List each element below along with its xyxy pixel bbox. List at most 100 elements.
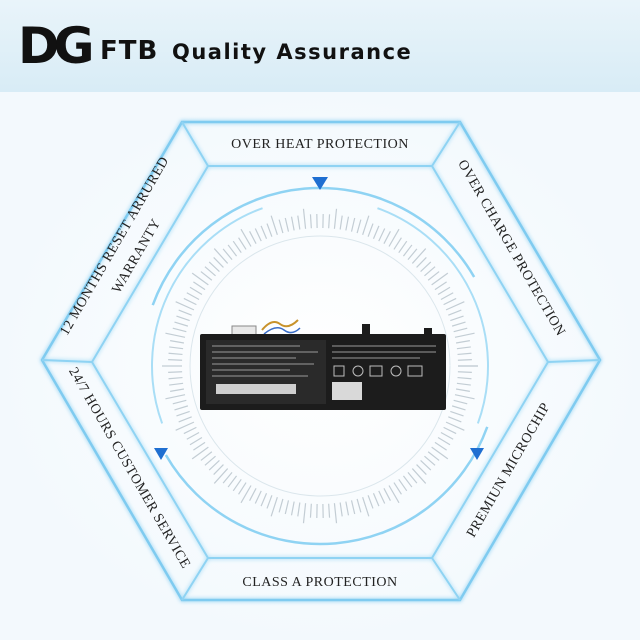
ring-tick <box>416 464 427 476</box>
ring-tick <box>457 376 472 380</box>
ring-tick <box>455 388 470 392</box>
ring-tick <box>168 359 183 361</box>
ring-tick <box>393 482 402 495</box>
ring-arc <box>151 207 263 424</box>
ring-tick <box>362 215 370 235</box>
ring-tick <box>437 436 451 446</box>
ring-tick <box>175 301 195 311</box>
ring-tick <box>388 228 400 247</box>
ring-tick <box>183 297 197 306</box>
dial-ring <box>151 186 489 546</box>
ring-tick <box>420 261 432 272</box>
ring-tick <box>189 286 203 296</box>
ring-tick <box>176 410 190 417</box>
ring-arc <box>377 207 489 424</box>
ring-tick <box>378 228 386 242</box>
ring-tick <box>176 315 190 322</box>
ring-tick <box>178 309 192 316</box>
ring-tick <box>367 495 374 509</box>
ring-tick <box>186 292 200 301</box>
quality-hexagon-diagram: OVER HEAT PROTECTION CLASS A PROTECTION … <box>0 92 640 640</box>
ring-tick <box>448 416 462 423</box>
ring-tick <box>278 498 284 513</box>
ring-tick <box>254 228 262 242</box>
ring-tick <box>238 237 247 250</box>
ring-tick <box>278 219 284 234</box>
ring-tick <box>189 436 203 446</box>
ring-tick <box>208 261 220 272</box>
ring-tick <box>191 272 209 286</box>
ring-tick <box>434 281 447 291</box>
ring-tick <box>456 346 471 350</box>
ring-tick <box>443 426 457 435</box>
ring-tick <box>232 240 242 254</box>
ring-tick <box>168 376 183 380</box>
ring-tick <box>266 223 273 237</box>
ring-tick <box>445 301 465 311</box>
laptop-battery-image <box>200 319 446 410</box>
ring-tick <box>454 332 475 338</box>
ring-tick <box>174 321 189 327</box>
ring-tick <box>402 244 413 257</box>
header-banner: DG FTB Quality Assurance <box>0 0 640 92</box>
ring-tick <box>227 475 238 488</box>
ring-tick <box>260 492 268 507</box>
ring-tick <box>407 471 418 484</box>
ring-tick <box>290 216 295 231</box>
ring-tick <box>213 248 229 264</box>
ring-tick <box>445 421 465 431</box>
feature-class-a-protection: CLASS A PROTECTION <box>242 575 397 590</box>
ring-tick <box>356 498 362 513</box>
ring-tick <box>168 352 183 356</box>
ring-tick <box>254 490 262 504</box>
ring-tick <box>372 225 380 240</box>
ring-tick <box>193 441 206 451</box>
ring-tick <box>175 421 195 431</box>
ring-tick <box>222 248 233 261</box>
ring-tick <box>453 327 468 333</box>
ring-tick <box>457 352 472 356</box>
ring-tick <box>200 271 213 281</box>
ring-tick <box>411 468 427 484</box>
ring-arc <box>189 235 451 497</box>
ring-tick <box>169 346 184 350</box>
ring-tick <box>431 446 449 460</box>
ring-tick <box>260 225 268 240</box>
ring-tick <box>437 286 451 296</box>
ring-tick <box>457 371 472 373</box>
ring-tick <box>416 256 427 268</box>
ring-tick <box>367 223 374 237</box>
ring-tick <box>186 431 200 440</box>
ring-tick <box>227 244 238 257</box>
ring-arc <box>164 426 489 546</box>
ring-tick <box>402 475 413 488</box>
ring-tick <box>204 455 216 466</box>
ring-tick <box>165 394 186 400</box>
ring-tick <box>339 215 343 230</box>
ring-tick <box>378 490 386 504</box>
ring-tick <box>393 237 402 250</box>
ring-tick <box>302 503 307 524</box>
ring-tick <box>178 416 192 423</box>
ring-tick <box>440 431 454 440</box>
page-title: Quality Assurance <box>172 40 413 64</box>
ring-tick <box>356 219 362 234</box>
ring-tick <box>454 394 475 400</box>
ring-tick <box>222 471 233 484</box>
ring-tick <box>266 495 273 509</box>
ring-tick <box>434 441 447 451</box>
ring-tick <box>200 451 213 461</box>
ring-tick <box>183 426 197 435</box>
ring-tick <box>451 405 466 411</box>
ring-tick <box>213 464 224 476</box>
ring-tick <box>456 382 471 386</box>
ring-tick <box>172 327 187 333</box>
ring-tick <box>440 292 454 301</box>
ring-tick <box>290 501 295 516</box>
ring-tick <box>407 248 418 261</box>
feature-over-heat-protection: OVER HEAT PROTECTION <box>231 137 409 152</box>
ring-tick <box>238 482 247 495</box>
ring-tick <box>424 455 436 466</box>
ring-tick <box>350 217 356 232</box>
ring-tick <box>383 231 391 244</box>
